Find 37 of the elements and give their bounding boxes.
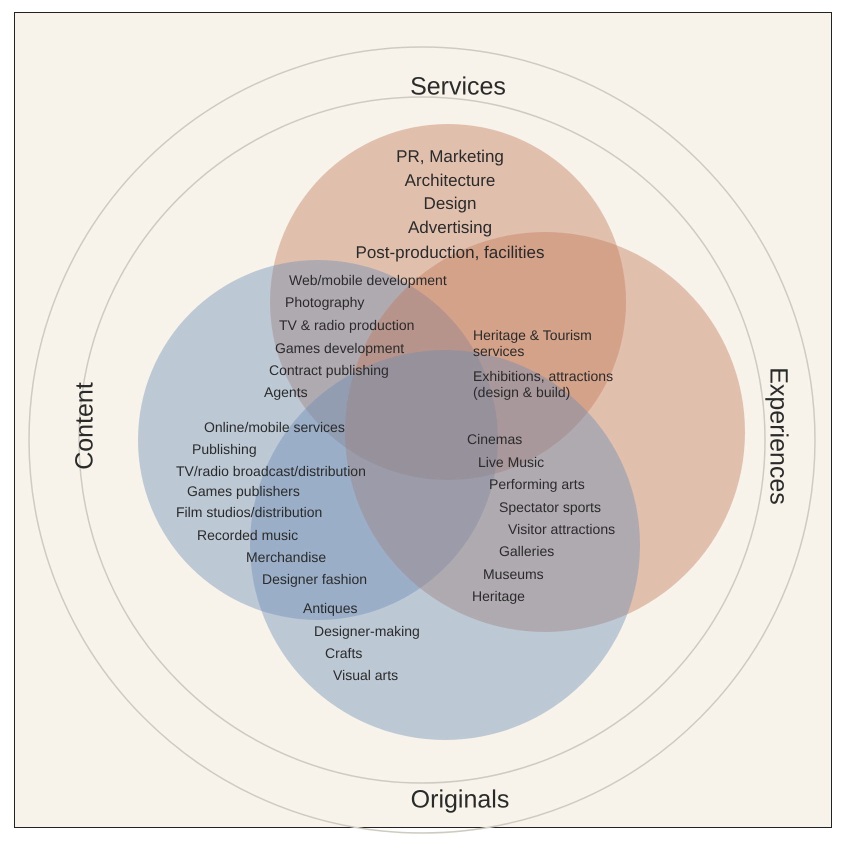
category-title: Content bbox=[70, 382, 100, 470]
sector-label: Designer-making bbox=[314, 622, 420, 640]
sector-label: Exhibitions, attractions (design & build) bbox=[473, 368, 614, 400]
sector-label: Crafts bbox=[325, 644, 362, 662]
sector-label: Live Music bbox=[478, 454, 544, 470]
sector-label: PR, Marketing bbox=[396, 147, 504, 167]
sector-label: Visual arts bbox=[333, 666, 398, 684]
sector-label: Recorded music bbox=[197, 526, 298, 544]
sector-label: TV/radio broadcast/distribution bbox=[176, 462, 366, 480]
sector-label: Design bbox=[424, 194, 476, 214]
sector-label: Web/mobile development bbox=[289, 272, 447, 288]
sector-label: Museums bbox=[483, 566, 544, 582]
sector-label: Online/mobile services bbox=[204, 418, 345, 436]
sector-label: TV & radio production bbox=[279, 316, 414, 334]
sector-label: Galleries bbox=[499, 542, 554, 560]
sector-label: Visitor attractions bbox=[508, 520, 616, 538]
sector-label: Heritage & Tourism services bbox=[473, 326, 593, 360]
sector-label: Publishing bbox=[192, 440, 257, 458]
sector-label: Games development bbox=[275, 340, 404, 356]
sector-label: Agents bbox=[264, 384, 308, 400]
sector-label: Merchandise bbox=[246, 548, 326, 566]
sector-label: Film studios/distribution bbox=[176, 504, 322, 520]
category-title: Experiences bbox=[764, 367, 792, 505]
sector-label: Spectator sports bbox=[499, 498, 601, 516]
sector-label: Contract publishing bbox=[269, 362, 389, 378]
category-title: Services bbox=[410, 72, 506, 102]
sector-label: Performing arts bbox=[489, 476, 585, 492]
sector-label: Antiques bbox=[303, 600, 358, 616]
sector-label: Post-production, facilities bbox=[356, 243, 544, 263]
sector-label: Photography bbox=[285, 294, 364, 310]
sector-label: Heritage bbox=[472, 588, 525, 604]
sector-label: Advertising bbox=[408, 218, 492, 238]
category-title: Originals bbox=[410, 786, 510, 814]
sector-label: Cinemas bbox=[467, 430, 522, 448]
sector-label: Architecture bbox=[404, 171, 496, 191]
sector-label: Games publishers bbox=[187, 482, 300, 500]
sector-label: Designer fashion bbox=[262, 570, 368, 588]
